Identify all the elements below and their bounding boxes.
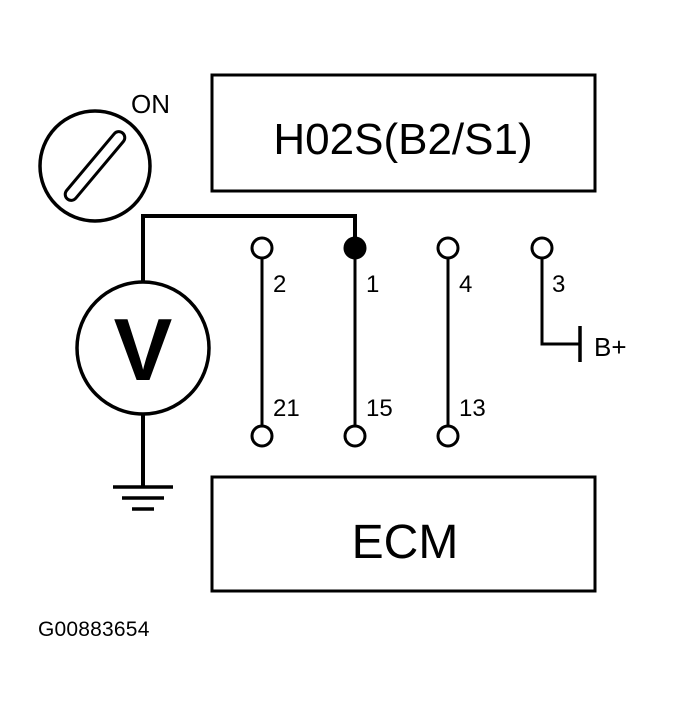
b-plus-label: B+: [594, 332, 627, 362]
pin-label-2: 2: [273, 271, 286, 298]
voltmeter-symbol: V: [114, 300, 173, 399]
ecm-label: ECM: [352, 516, 459, 569]
pin-label-3: 3: [552, 271, 565, 298]
pin-label-1: 1: [366, 271, 379, 298]
sensor-box: [210, 73, 597, 193]
terminal-2: [250, 236, 274, 260]
terminal-15: [343, 424, 367, 448]
switch-label: ON: [131, 89, 170, 119]
pin-label-13: 13: [459, 395, 486, 422]
figure-id-caption: G00883654: [38, 618, 150, 641]
pin-label-4: 4: [459, 271, 472, 298]
terminal-13: [436, 424, 460, 448]
sensor-label: H02S(B2/S1): [273, 115, 532, 164]
ground-icon: [113, 485, 173, 511]
pin-label-15: 15: [366, 395, 393, 422]
terminal-3: [530, 236, 554, 260]
meter-lead-wire: [141, 214, 357, 282]
pin-label-21: 21: [273, 395, 300, 422]
terminal-1: [343, 236, 367, 260]
terminal-21: [250, 424, 274, 448]
terminal-4: [436, 236, 460, 260]
wire-3-b-plus: [540, 258, 580, 346]
ecm-box: [210, 475, 597, 593]
ignition-switch-icon: [38, 109, 152, 223]
